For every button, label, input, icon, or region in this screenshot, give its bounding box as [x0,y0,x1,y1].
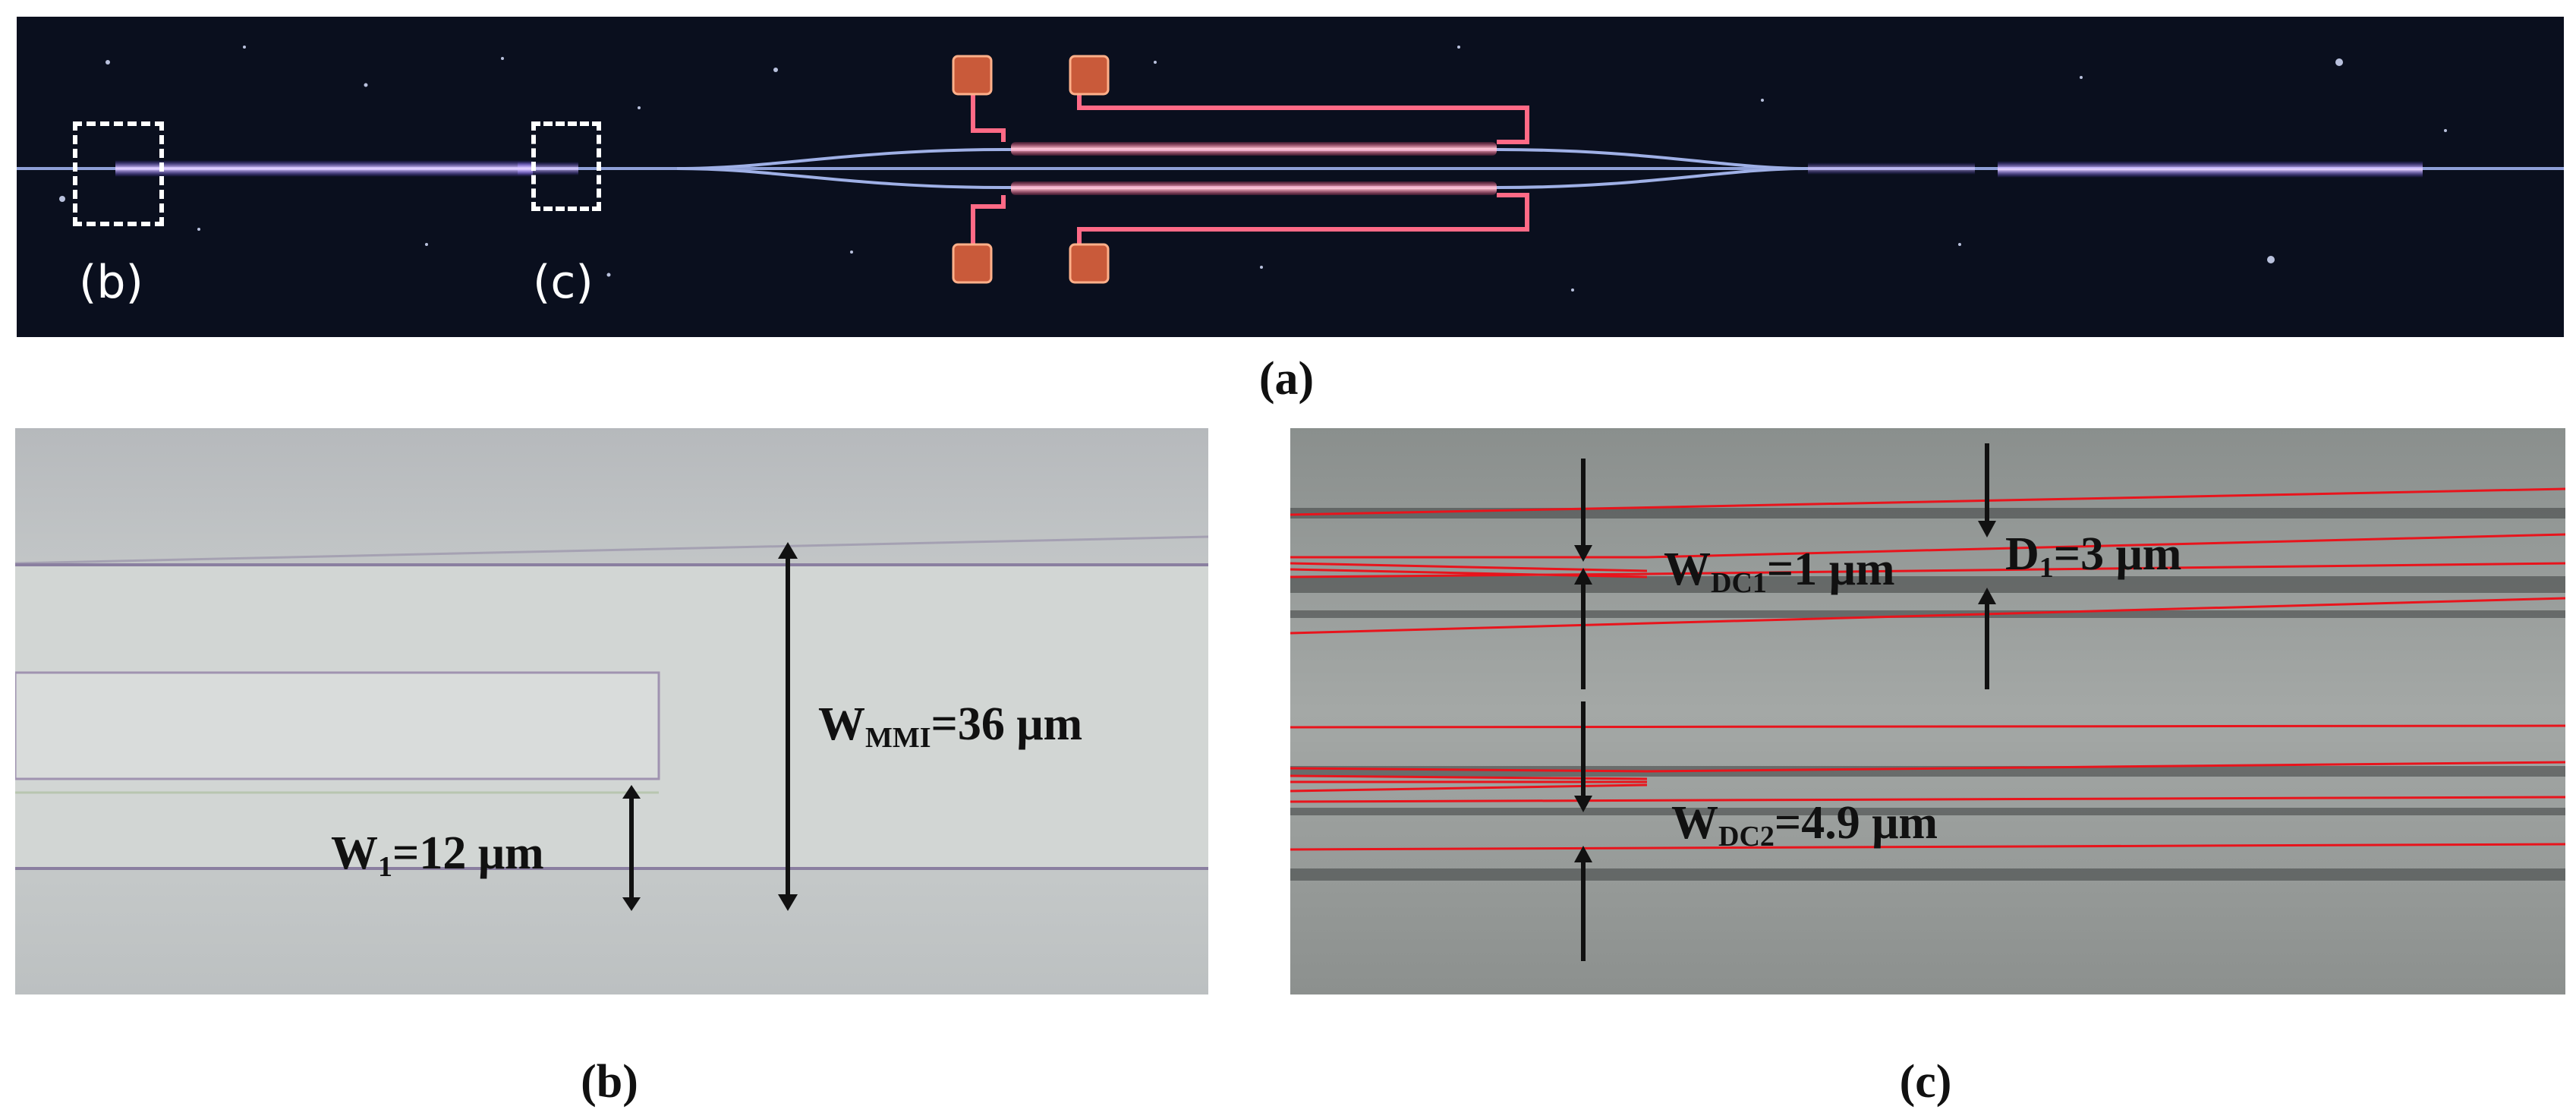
panel-a-microscope-image: (b) (c) [17,17,2564,337]
inset-box-b [73,121,164,226]
caption-c: (c) [1899,1056,1952,1108]
substrate-background [1290,428,2565,994]
mmi-right-glow [1998,161,2423,178]
d1-label: D1=3 μm [2005,528,2181,584]
wdc1-arrows [1574,459,1592,689]
contact-pads [952,55,1110,284]
mmi-top-edge-shadow [15,535,1208,565]
electrode-traces [971,77,1529,260]
background-speckles [59,46,2447,292]
mmi-closeup-graphic: W1=12 μm WMMI=36 μm [15,428,1208,994]
inset-box-c [531,121,601,211]
w1-arrow [622,785,641,911]
red-overlay-lines [1290,487,2565,851]
panel-c-coupler-closeup: WDC1=1 μm D1=3 μm WDC2=4.9 μm [1290,428,2565,994]
wmmi-arrow [778,542,798,911]
inset-label-b: (b) [79,256,143,309]
panel-b-mmi-closeup: W1=12 μm WMMI=36 μm [15,428,1208,994]
heater-upper [1011,142,1497,156]
input-waveguide [15,671,660,780]
wmmi-label: WMMI=36 μm [818,698,1082,754]
coupler-closeup-graphic: WDC1=1 μm D1=3 μm WDC2=4.9 μm [1290,428,2565,994]
waveguide-bands [1290,508,2565,881]
w1-label: W1=12 μm [331,827,544,883]
wdc2-arrows [1574,701,1592,961]
mmi-right-taper [1808,162,1975,175]
heater-lower [1011,181,1497,195]
d1-arrows [1978,443,1996,689]
mmi-left-glow [115,160,533,177]
wdc2-label: WDC2=4.9 μm [1671,797,1938,853]
caption-a: (a) [1258,353,1315,405]
wdc1-label: WDC1=1 μm [1664,544,1895,599]
caption-b: (b) [581,1056,638,1108]
device-overview-graphic [17,17,2564,337]
inset-label-c: (c) [533,256,594,309]
